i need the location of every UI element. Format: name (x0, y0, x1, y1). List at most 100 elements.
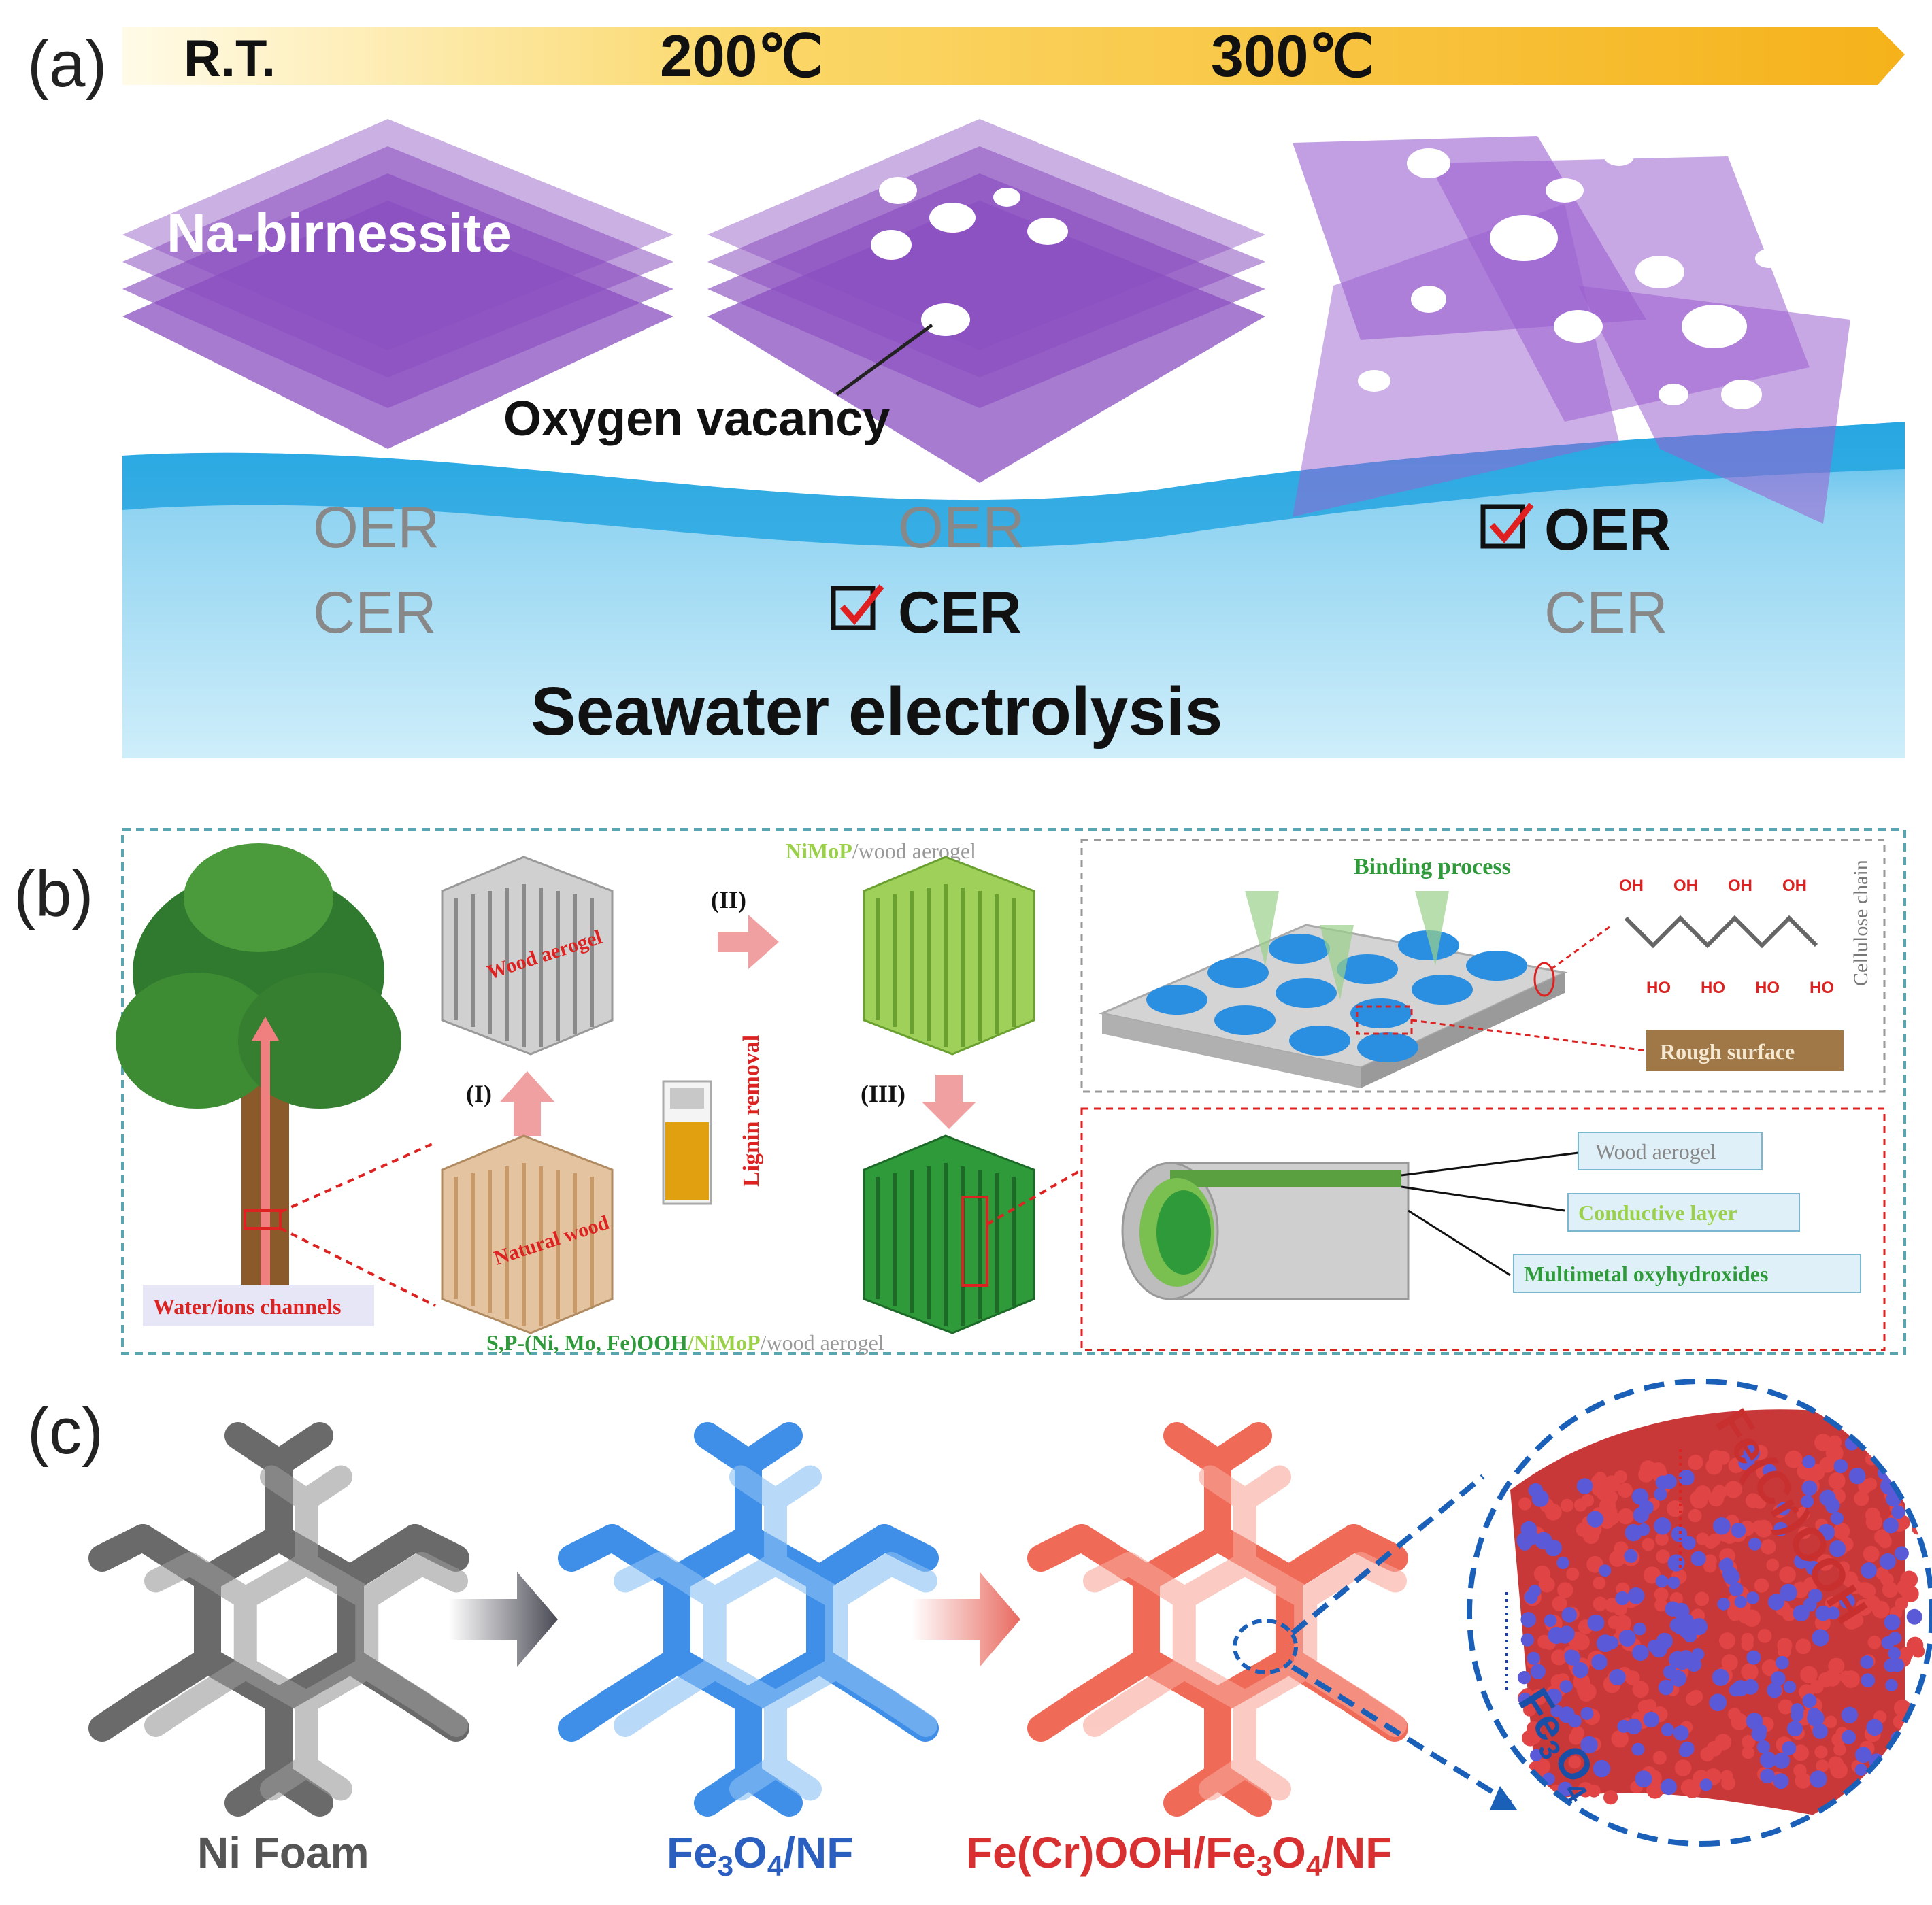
atom (1618, 1629, 1636, 1647)
atom (1783, 1681, 1797, 1693)
zoom-circle (1467, 1379, 1932, 1847)
checkbox-cer-icon (831, 586, 876, 630)
atom (1527, 1793, 1544, 1810)
atom (1530, 1689, 1547, 1706)
atom (1633, 1622, 1646, 1636)
oh-group-1: OH (1619, 877, 1644, 895)
atom (1690, 1491, 1705, 1506)
atom (1850, 1613, 1864, 1628)
atom (1827, 1606, 1840, 1620)
atom (1635, 1770, 1652, 1788)
atom (1725, 1481, 1742, 1498)
arrow-fe3o4-to-fecr (912, 1572, 1020, 1667)
atom (1568, 1714, 1582, 1728)
atom (1882, 1581, 1898, 1598)
atom (1890, 1658, 1905, 1672)
atom (1580, 1736, 1598, 1754)
atom (1709, 1693, 1727, 1711)
ho-group-3: HO (1755, 979, 1780, 997)
atom (1779, 1566, 1796, 1583)
atom (1688, 1508, 1702, 1523)
atom (1906, 1608, 1922, 1625)
atom (1572, 1662, 1588, 1679)
atom (1578, 1782, 1593, 1798)
atom (1593, 1596, 1608, 1611)
atom (1865, 1595, 1880, 1611)
atom (1696, 1532, 1710, 1546)
atom (1803, 1598, 1817, 1612)
fecr-ooh-structure (1041, 1436, 1395, 1803)
atom (1686, 1691, 1700, 1706)
na-birnessite-label: Na-birnessite (167, 203, 512, 263)
atom (1661, 1778, 1677, 1796)
rough-surface-swatch (1646, 1030, 1844, 1071)
atom (1748, 1537, 1761, 1551)
fe3o4-nf-structure (571, 1436, 926, 1803)
atom (1833, 1743, 1846, 1756)
zoom-source-circle (1233, 1619, 1298, 1674)
atom (1829, 1540, 1846, 1557)
oxygen-vacancy-holes (871, 177, 1068, 336)
atom (1712, 1668, 1729, 1686)
atom (1716, 1451, 1730, 1465)
atom (1530, 1664, 1546, 1679)
panel-a-label: (a) (27, 28, 107, 101)
atom (1731, 1523, 1746, 1538)
atom (1518, 1497, 1532, 1511)
atom (1661, 1723, 1675, 1737)
atom (1824, 1715, 1837, 1728)
atom (1901, 1585, 1919, 1603)
atom (1654, 1587, 1669, 1602)
oh-group-3: OH (1728, 877, 1752, 895)
atom (1654, 1598, 1668, 1612)
atom (1695, 1591, 1710, 1606)
atom (1842, 1571, 1859, 1587)
ho-group-1: HO (1646, 979, 1671, 997)
atom (1550, 1704, 1563, 1717)
atomic-layer-zoom (1469, 1381, 1932, 1844)
atom (1654, 1487, 1667, 1501)
atom (1729, 1582, 1744, 1597)
panel-b-frame (121, 828, 1906, 1355)
atom (1854, 1764, 1867, 1776)
atom (1751, 1726, 1767, 1742)
atom (1672, 1602, 1690, 1620)
binding-process-label: Binding process (1354, 854, 1511, 879)
oxyhydroxides-tag (1513, 1254, 1861, 1293)
atom (1885, 1768, 1901, 1783)
atom (1679, 1744, 1693, 1758)
atom (1671, 1526, 1687, 1542)
oxyhydroxides-tag-label: Multimetal oxyhydroxides (1524, 1262, 1768, 1286)
atom (1590, 1474, 1606, 1489)
atom (1833, 1523, 1850, 1540)
atom (1812, 1629, 1829, 1647)
atom (1608, 1615, 1622, 1630)
atom (1776, 1655, 1789, 1670)
panel-b-label: (b) (14, 858, 94, 930)
atom (1865, 1429, 1880, 1445)
atom (1544, 1503, 1562, 1521)
rough-surface-plate (1099, 891, 1568, 1088)
atom (1688, 1455, 1703, 1470)
oer-label-col3: OER (1544, 497, 1671, 562)
atom (1860, 1655, 1874, 1669)
atom (1520, 1612, 1536, 1628)
panel-b-figure: Water/ions channels Wood aerogel (I) Nat… (116, 828, 1906, 1355)
atom (1784, 1450, 1803, 1468)
nimop-title-colored: NiMoP (786, 839, 852, 863)
atom (1631, 1742, 1645, 1756)
cer-label-col1: CER (313, 580, 437, 645)
fe3o4-nf-caption: Fe3O4/NF (667, 1828, 853, 1882)
atom (1569, 1730, 1583, 1745)
atom (1801, 1495, 1814, 1508)
atom (1734, 1596, 1747, 1608)
ni-foam-caption: Ni Foam (197, 1828, 369, 1877)
wave-crest (122, 422, 1905, 548)
temp-label-rt: R.T. (184, 30, 276, 88)
na-birnessite-stack (122, 119, 673, 449)
atom (1805, 1560, 1820, 1576)
atom (1517, 1671, 1531, 1685)
atom (1825, 1498, 1840, 1513)
ho-group-4: HO (1810, 979, 1834, 997)
atom (1782, 1607, 1797, 1621)
